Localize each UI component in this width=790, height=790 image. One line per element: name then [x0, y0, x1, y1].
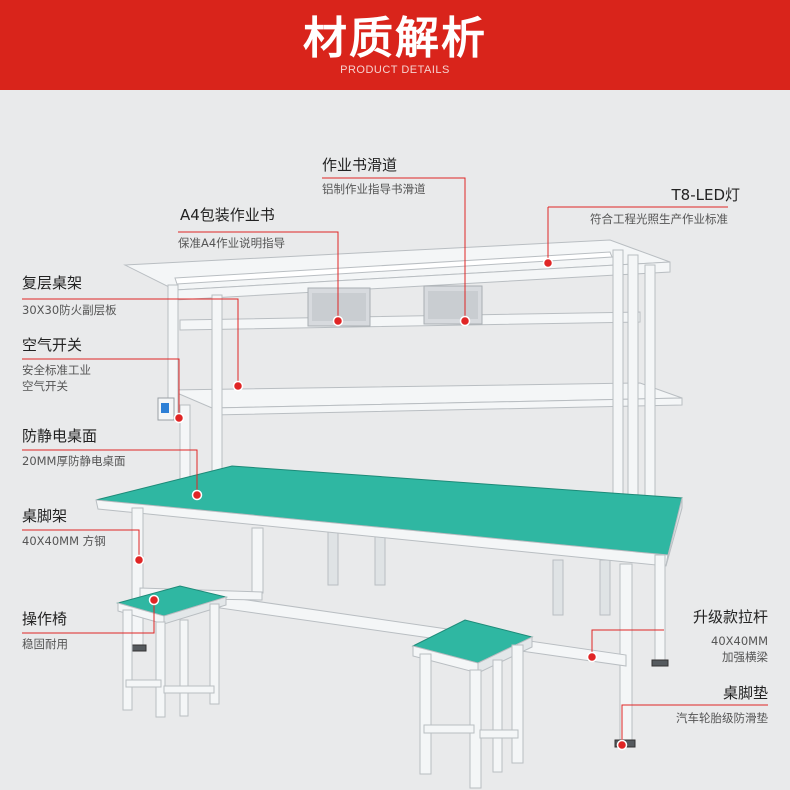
stool-left	[116, 585, 228, 718]
page-subtitle: PRODUCT DETAILS	[340, 64, 450, 76]
callout-led-desc: 符合工程光照生产作业标准	[590, 212, 728, 226]
callout-chair-desc: 稳固耐用	[22, 637, 68, 651]
marker-top	[191, 489, 203, 501]
marker-shelf	[232, 380, 244, 392]
callout-leg-title: 桌脚架	[22, 507, 68, 525]
callout-markers	[133, 257, 628, 751]
callout-beam-title: 升级款拉杆	[692, 608, 768, 626]
header-banner: 材质解析 PRODUCT DETAILS	[0, 0, 790, 90]
callout-pad-title: 桌脚垫	[722, 684, 768, 702]
callout-switch-desc-2: 空气开关	[22, 379, 68, 393]
callout-led-title: T8-LED灯	[671, 186, 740, 204]
callout-top-desc: 20MM厚防静电桌面	[22, 454, 126, 468]
callout-top-title: 防静电桌面	[22, 427, 98, 445]
marker-a4	[332, 315, 344, 327]
callout-beam-desc-1: 40X40MM	[711, 634, 768, 648]
marker-pad	[616, 739, 628, 751]
page-title: 材质解析	[303, 13, 487, 64]
tabletop	[95, 465, 683, 567]
leader-lines	[22, 177, 768, 745]
callout-shelf-title: 复层桌架	[22, 274, 83, 292]
marker-led	[542, 257, 554, 269]
marker-track	[459, 315, 471, 327]
marker-leg	[133, 554, 145, 566]
callout-chair-title: 操作椅	[22, 610, 68, 628]
callout-a4-title: A4包装作业书	[180, 206, 275, 224]
marker-switch	[173, 412, 185, 424]
document-holders	[307, 285, 483, 327]
callout-beam-desc-2: 加强横梁	[722, 650, 768, 664]
air-switch-box	[157, 397, 175, 421]
callout-track-desc: 铝制作业指导书滑道	[322, 182, 426, 196]
stool-right	[411, 619, 534, 789]
callout-track-title: 作业书滑道	[322, 156, 398, 174]
callout-switch-desc-1: 安全标准工业	[22, 363, 91, 377]
marker-beam	[586, 651, 598, 663]
callout-a4-desc: 保准A4作业说明指导	[178, 236, 286, 250]
callout-leg-desc: 40X40MM 方钢	[22, 534, 106, 548]
callout-pad-desc: 汽车轮胎级防滑垫	[676, 711, 768, 725]
callout-shelf-desc: 30X30防火副层板	[22, 303, 117, 317]
callout-switch-title: 空气开关	[22, 336, 83, 354]
marker-chair	[148, 594, 160, 606]
